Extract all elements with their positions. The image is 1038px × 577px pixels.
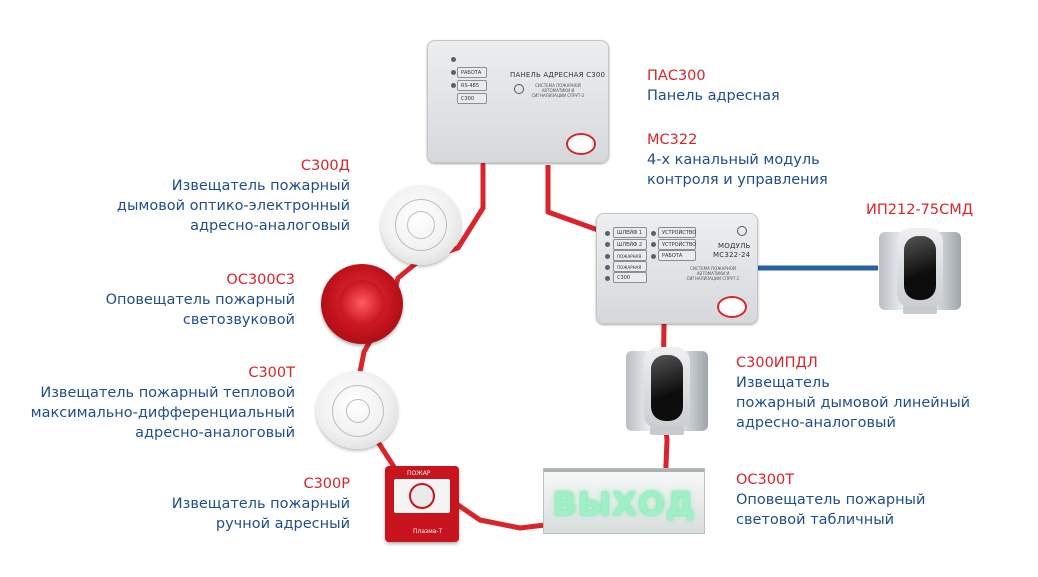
call-point-brand: Плазма-Т (413, 528, 443, 535)
panel-button: УСТРОЙСТВО 1 (658, 227, 696, 247)
indicator-led (605, 254, 610, 259)
label-ip212: ИП212-75СМД (866, 200, 973, 220)
device-desc: Извещатель пожарный (171, 178, 350, 194)
panel-button: РАБОТА (658, 250, 696, 261)
indicator-led (451, 57, 456, 62)
warranty-badge-icon (566, 133, 596, 155)
c300r-manual-call-point: ПОЖАР Плазма-Т (385, 466, 459, 542)
label-oc300c3: ОС300С3 Оповещатель пожарный светозвуков… (106, 270, 295, 330)
device-desc: адресно-аналоговый (190, 218, 350, 234)
brand-logo-icon (737, 226, 747, 236)
device-code: ПАС300 (647, 68, 706, 84)
c300ipdl-beam-detector (626, 347, 708, 435)
device-desc: максимально-дифференциальный (30, 405, 295, 421)
indicator-led (451, 70, 456, 75)
detector-ring (332, 385, 384, 437)
device-desc: адресно-аналоговый (135, 425, 295, 441)
ip212-beam-detector (879, 228, 961, 314)
panel-title-line2: МС322-24 (713, 251, 751, 259)
exit-sign-text: ВЫХОД (552, 485, 696, 523)
c300d-smoke-detector (381, 185, 461, 265)
oc300t-exit-sign: ВЫХОД (543, 468, 705, 534)
device-desc: ручной адресный (215, 516, 350, 532)
device-desc: светозвуковой (182, 312, 295, 328)
device-code: ИП212-75СМД (866, 202, 974, 218)
panel-button: ШЛЕЙФ 1 (613, 227, 647, 238)
mount-foot (650, 427, 684, 435)
device-desc: Оповещатель пожарный (736, 492, 926, 508)
strobe-dome (339, 280, 385, 326)
panel-button: С300 (457, 93, 487, 104)
device-desc: 4-х канальный модуль (647, 152, 820, 168)
device-code: ОС300Т (736, 472, 795, 488)
device-desc: Оповещатель пожарный (105, 292, 295, 308)
detector-ring (395, 199, 447, 251)
mount-foot (903, 306, 937, 314)
panel-title-line1: МОДУЛЬ (718, 242, 751, 250)
panel-button: ПОЖАРНАЯ ЗОНА 2 (613, 261, 647, 281)
indicator-led (651, 231, 656, 236)
label-pas300: ПАС300 Панель адресная (647, 66, 780, 106)
device-desc: адресно-аналоговый (736, 415, 896, 431)
c300t-heat-detector (316, 371, 398, 449)
panel-subtitle: СИСТЕМА ПОЖАРНОЙ АВТОМАТИКИ И СИГНАЛИЗАЦ… (531, 83, 585, 98)
panel-title: ПАНЕЛЬ АДРЕСНАЯ С300 (510, 71, 606, 79)
device-code: С300ИПДЛ (736, 355, 818, 371)
device-desc: Извещатель (736, 375, 830, 391)
device-code: С300Д (300, 158, 350, 174)
detector-lens (904, 236, 936, 300)
loop-wire-top (545, 165, 599, 233)
mc322-module: ШЛЕЙФ 1 ШЛЕЙФ 2 ПОЖАРНАЯ ЗОНА 1 ПОЖАРНАЯ… (596, 213, 758, 324)
call-point-label: ПОЖАР (407, 470, 431, 477)
detector-ring (346, 399, 370, 423)
label-c300ipdl: С300ИПДЛ Извещатель пожарный дымовой лин… (736, 353, 970, 433)
indicator-led (605, 242, 610, 247)
device-code: МС322 (647, 132, 698, 148)
indicator-led (451, 83, 456, 88)
device-desc: пожарный дымовой линейный (736, 395, 971, 411)
oc300c3-sounder-strobe (321, 264, 403, 344)
panel-button: РАБОТА (457, 67, 487, 78)
indicator-led (651, 254, 656, 259)
label-mc322: МС322 4-х канальный модуль контроля и уп… (647, 130, 828, 190)
label-c300r: С300Р Извещатель пожарный ручной адресны… (172, 474, 350, 534)
device-desc: дымовой оптико-электронный (116, 198, 350, 214)
detector-ring (407, 211, 435, 239)
indicator-led (605, 231, 610, 236)
indicator-led (651, 242, 656, 247)
device-code: С300Р (303, 476, 350, 492)
panel-button: RS-485 (457, 80, 487, 91)
call-point-button (409, 483, 435, 509)
label-c300t: С300Т Извещатель пожарный тепловой макси… (31, 363, 295, 443)
panel-button: С300 (613, 272, 647, 283)
device-desc: световой табличный (736, 512, 895, 528)
sign-frame-top (544, 469, 704, 472)
panel-button: ШЛЕЙФ 2 (613, 239, 647, 250)
device-desc: Извещатель пожарный (171, 496, 350, 512)
panel-button: УСТРОЙСТВО 2 (658, 239, 696, 259)
device-code: ОС300С3 (226, 272, 295, 288)
device-desc: Панель адресная (647, 88, 780, 104)
panel-subtitle: СИСТЕМА ПОЖАРНОЙ АВТОМАТИКИ И СИГНАЛИЗАЦ… (686, 266, 740, 281)
device-desc: контроля и управления (647, 172, 828, 188)
device-desc: Извещатель пожарный тепловой (40, 385, 295, 401)
device-code: С300Т (248, 365, 295, 381)
indicator-led (605, 265, 610, 270)
pas300-panel: РАБОТА RS-485 С300 ПАНЕЛЬ АДРЕСНАЯ С300 … (427, 40, 609, 163)
indicator-led (605, 276, 610, 281)
brand-logo-icon (514, 84, 524, 94)
detector-lens (651, 355, 683, 421)
label-c300d: С300Д Извещатель пожарный дымовой оптико… (117, 156, 350, 236)
label-oc300t: ОС300Т Оповещатель пожарный световой таб… (736, 470, 925, 530)
panel-button: ПОЖАРНАЯ ЗОНА 1 (613, 250, 647, 270)
warranty-badge-icon (717, 296, 747, 318)
